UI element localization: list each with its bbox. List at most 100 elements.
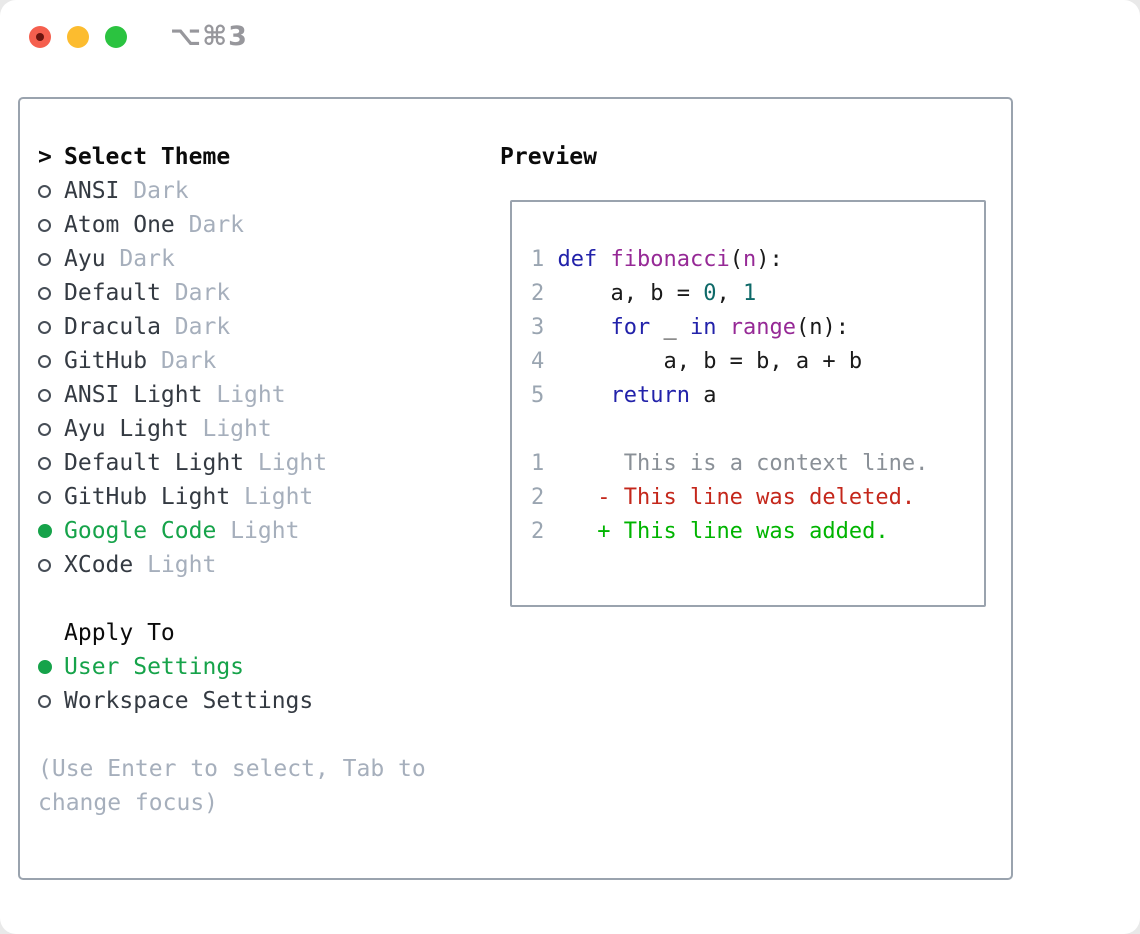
theme-option-google-code[interactable]: Google Code Light [38, 514, 426, 548]
theme-option-atom-one[interactable]: Atom One Dark [38, 208, 426, 242]
code-token: in [689, 315, 717, 340]
radio-unselected-icon [38, 218, 51, 232]
radio-marker [38, 490, 64, 504]
record-dot-icon [36, 33, 44, 41]
line-number: 3 [531, 315, 545, 340]
theme-variant: Light [244, 484, 314, 510]
theme-variant: Light [202, 416, 272, 442]
theme-option-xcode[interactable]: XCode Light [38, 548, 426, 582]
radio-unselected-icon [38, 422, 51, 436]
theme-option-github[interactable]: GitHub Dark [38, 344, 426, 378]
code-token [544, 247, 557, 272]
theme-variant: Dark [174, 314, 231, 340]
apply-option-user-settings[interactable]: User Settings [38, 650, 426, 684]
window-title-shortcut: ⌥⌘3 [170, 21, 248, 52]
code-token: n [742, 247, 757, 272]
code-token [544, 485, 597, 510]
code-token: (n): [795, 315, 849, 340]
radio-unselected-icon [38, 558, 51, 572]
radio-marker [38, 320, 64, 334]
maximize-button[interactable] [105, 26, 127, 48]
hint-text-line: (Use Enter to select, Tab to [38, 752, 426, 786]
radio-selected-icon [38, 524, 52, 538]
theme-option-label: Dracula Dark [64, 314, 230, 340]
radio-marker [38, 354, 64, 368]
theme-name: ANSI Light [64, 382, 203, 408]
preview-line-diff-deleted: 2 - This line was deleted. [531, 481, 928, 515]
code-token: range [729, 315, 796, 340]
code-token: _ [650, 315, 690, 340]
chevron-right-icon: > [38, 144, 52, 170]
radio-unselected-icon [38, 388, 51, 402]
radio-unselected-icon [38, 456, 51, 470]
preview-line-code: 5 return a [531, 379, 928, 413]
theme-name: Ayu [64, 246, 106, 272]
code-token [544, 519, 597, 544]
theme-option-ansi[interactable]: ANSI Dark [38, 174, 426, 208]
hint-text-line: change focus) [38, 786, 426, 820]
line-number: 2 [531, 485, 545, 510]
apply-to-header: Apply To [38, 616, 426, 650]
radio-unselected-icon [38, 184, 51, 198]
theme-variant: Dark [133, 178, 189, 204]
theme-option-ansi-light[interactable]: ANSI Light Light [38, 378, 426, 412]
theme-variant: Light [216, 382, 286, 408]
line-number: 2 [531, 519, 545, 544]
theme-name: ANSI [64, 178, 120, 204]
theme-option-label: Ayu Dark [64, 246, 175, 272]
theme-option-label: XCode Light [64, 552, 216, 578]
line-number: 5 [531, 383, 545, 408]
theme-option-default[interactable]: Default Dark [38, 276, 426, 310]
radio-selected-icon [38, 660, 52, 674]
code-token [544, 315, 610, 340]
apply-option-workspace-settings[interactable]: Workspace Settings [38, 684, 426, 718]
theme-option-dracula[interactable]: Dracula Dark [38, 310, 426, 344]
code-token: - This line was deleted. [597, 485, 916, 510]
prompt-marker: > [38, 144, 64, 170]
line-number: 2 [531, 281, 545, 306]
theme-variant: Light [230, 518, 300, 544]
theme-selector-panel [18, 97, 1013, 880]
theme-option-label: Ayu Light Light [64, 416, 272, 442]
preview-line-blank [531, 413, 928, 447]
theme-name: GitHub [64, 348, 148, 374]
code-token: a, b = [544, 281, 704, 306]
theme-option-label: GitHub Light Light [64, 484, 313, 510]
radio-unselected-icon [38, 286, 51, 300]
code-token [544, 383, 610, 408]
code-token [716, 315, 729, 340]
code-token: 1 [742, 281, 757, 306]
radio-marker [38, 286, 64, 300]
theme-option-label: Default Light Light [64, 450, 327, 476]
close-button[interactable] [29, 26, 51, 48]
preview-line-diff-added: 2 + This line was added. [531, 515, 928, 549]
theme-variant: Light [257, 450, 328, 476]
radio-marker [38, 218, 64, 232]
hint-text: change focus) [38, 790, 219, 816]
theme-option-github-light[interactable]: GitHub Light Light [38, 480, 426, 514]
hint-text: (Use Enter to select, Tab to [38, 756, 426, 782]
radio-unselected-icon [38, 252, 51, 266]
theme-option-ayu[interactable]: Ayu Dark [38, 242, 426, 276]
theme-variant: Dark [174, 280, 231, 306]
theme-name: Google Code [64, 518, 217, 544]
theme-option-label: Atom One Dark [64, 212, 244, 238]
radio-marker [38, 456, 64, 470]
theme-name: Default [64, 280, 161, 306]
radio-marker [38, 524, 64, 538]
theme-option-label: ANSI Dark [64, 178, 189, 204]
theme-option-default-light[interactable]: Default Light Light [38, 446, 426, 480]
theme-variant: Dark [160, 348, 217, 374]
spacer-row [38, 582, 426, 616]
theme-option-label: Google Code Light [64, 518, 299, 544]
code-token: , [716, 281, 743, 306]
minimize-button[interactable] [67, 26, 89, 48]
theme-option-ayu-light[interactable]: Ayu Light Light [38, 412, 426, 446]
line-number: 1 [531, 247, 545, 272]
spacer-row [38, 718, 426, 752]
theme-name: GitHub Light [64, 484, 231, 510]
theme-name: XCode [64, 552, 134, 578]
